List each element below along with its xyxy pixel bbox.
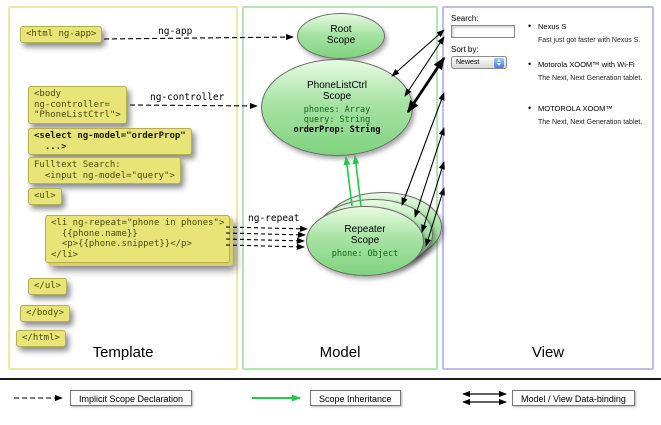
code-html-open: <html ng-app> [20, 26, 103, 43]
sort-by-label: Sort by: [451, 45, 479, 54]
ng-app-arrow-label: ng-app [156, 26, 195, 37]
search-label: Search: [451, 14, 479, 23]
phone-description: Fast just got faster with Nexus S. [538, 37, 641, 44]
ng-controller-arrow-label: ng-controller [148, 92, 227, 103]
scope-prop-orderprop: orderProp: String [293, 125, 381, 135]
phonelistctrl-scope-title: PhoneListCtrl Scope [306, 80, 368, 102]
code-ul-open: <ul> [28, 188, 62, 205]
code-fulltext-input: Fulltext Search: <input ng-model="query"… [28, 157, 181, 184]
phonelistctrl-scope-node: PhoneListCtrl Scope phones: Array query:… [261, 59, 413, 156]
sort-select-value: Newest [456, 59, 480, 66]
scope-prop-phones: phones: Array [303, 105, 371, 115]
code-li-ng-repeat: <li ng-repeat="phone in phones"> {{phone… [45, 215, 231, 263]
phone-description: The Next, Next Generation tablet. [538, 119, 643, 126]
code-ul-close: </ul> [28, 278, 68, 295]
search-input[interactable] [451, 25, 515, 38]
sort-select-arrows-icon [494, 57, 504, 68]
phone-name: Motorola XOOM™ with Wi-Fi [538, 60, 635, 69]
phone-list-item: Nexus S Fast just got faster with Nexus … [528, 21, 648, 44]
sort-select[interactable]: Newest [451, 56, 507, 69]
legend-separator-line [0, 378, 661, 380]
template-column-label: Template [92, 344, 154, 361]
model-column-label: Model [319, 344, 361, 361]
legend-model-view-data-binding: Model / View Data-binding [512, 390, 635, 406]
phone-list-item: MOTOROLA XOOM™ The Next, Next Generation… [528, 103, 648, 126]
scope-prop-phone: phone: Object [331, 248, 399, 259]
legend-scope-inheritance: Scope Inheritance [310, 390, 401, 406]
root-scope-title: Root Scope [326, 23, 356, 46]
legend-implicit-scope-declaration: Implicit Scope Declaration [70, 390, 193, 406]
phone-name: Nexus S [538, 22, 567, 31]
phone-description: The Next, Next Generation tablet. [538, 75, 643, 82]
ng-repeat-arrow-label: ng-repeat [246, 213, 302, 224]
view-column-label: View [531, 344, 565, 361]
repeater-scope-title: Repeater Scope [344, 223, 386, 246]
template-column [8, 6, 238, 370]
root-scope-node: Root Scope [297, 13, 385, 59]
code-body-close: </body> [20, 305, 70, 322]
code-html-close: </html> [16, 330, 66, 347]
code-body-open: <body ng-controller= "PhoneListCtrl"> [28, 86, 127, 124]
phone-list-item: Motorola XOOM™ with Wi-Fi The Next, Next… [528, 59, 648, 82]
scope-prop-query: query: String [303, 115, 371, 125]
phone-name: MOTOROLA XOOM™ [538, 104, 613, 113]
repeater-scope-node: Repeater Scope phone: Object [306, 206, 424, 276]
code-select-ng-model: <select ng-model="orderProp" ...> [28, 128, 192, 155]
